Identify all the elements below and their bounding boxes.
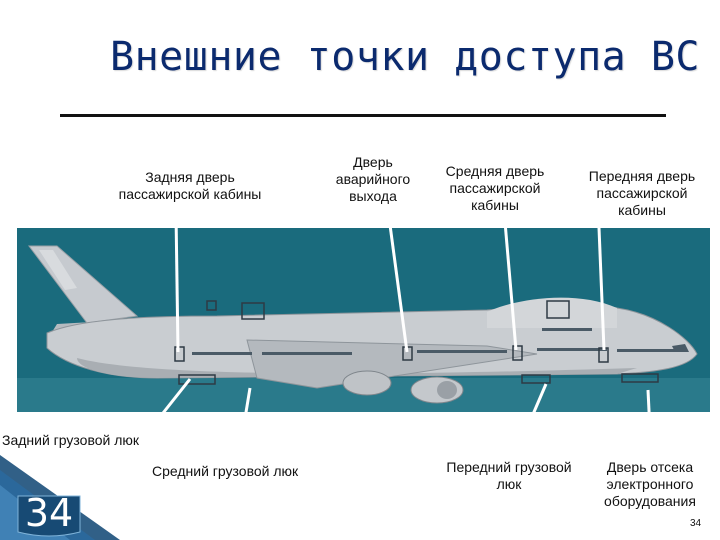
- label-line: пассажирской: [596, 185, 688, 201]
- pointer-middle-cargo: [235, 387, 252, 468]
- label-line: Передний грузовой: [446, 459, 572, 475]
- label-line: оборудования: [604, 493, 696, 509]
- aircraft-photo: [17, 228, 710, 412]
- label-avionics-bay-door: Дверь отсека электронного оборудования: [588, 459, 712, 510]
- label-line: кабины: [471, 197, 519, 213]
- pointer-rear-cargo: [146, 378, 192, 433]
- slide-title: Внешние точки доступа ВС: [110, 34, 700, 80]
- label-middle-passenger-door: Средняя дверь пассажирской кабины: [430, 163, 560, 214]
- pointer-emergency-exit: [386, 209, 409, 353]
- label-line: электронного: [606, 476, 694, 492]
- label-line: Средняя дверь: [445, 163, 545, 179]
- label-line: пассажирской кабины: [118, 186, 262, 202]
- pointer-avionics-door: [646, 389, 653, 453]
- page-number-small: 34: [690, 518, 702, 529]
- aircraft-illustration: [17, 245, 710, 412]
- pointer-front-passenger-door: [597, 227, 606, 351]
- label-line: Дверь: [353, 154, 393, 170]
- label-line: люк: [496, 476, 522, 492]
- label-front-cargo-hatch: Передний грузовой люк: [424, 459, 594, 493]
- label-line: пассажирской: [449, 180, 541, 196]
- label-line: Дверь отсека: [606, 459, 694, 475]
- label-middle-cargo-hatch: Средний грузовой люк: [152, 463, 299, 479]
- label-line: выхода: [349, 188, 397, 204]
- title-underline: [60, 114, 666, 117]
- label-front-passenger-door: Передняя дверь пассажирской кабины: [572, 168, 712, 219]
- label-line: аварийного: [335, 171, 411, 187]
- label-line: Передняя дверь: [588, 168, 696, 184]
- label-line: Задняя дверь: [145, 169, 235, 185]
- page-number: 34: [24, 491, 74, 535]
- label-line: кабины: [618, 202, 666, 218]
- pointer-rear-passenger-door: [174, 212, 180, 353]
- pointer-front-cargo: [517, 383, 548, 448]
- label-rear-cargo-hatch: Задний грузовой люк: [2, 432, 140, 448]
- label-emergency-exit-door: Дверь аварийного выхода: [318, 154, 428, 205]
- pointer-middle-passenger-door: [503, 221, 518, 351]
- label-rear-passenger-door: Задняя дверь пассажирской кабины: [100, 169, 280, 203]
